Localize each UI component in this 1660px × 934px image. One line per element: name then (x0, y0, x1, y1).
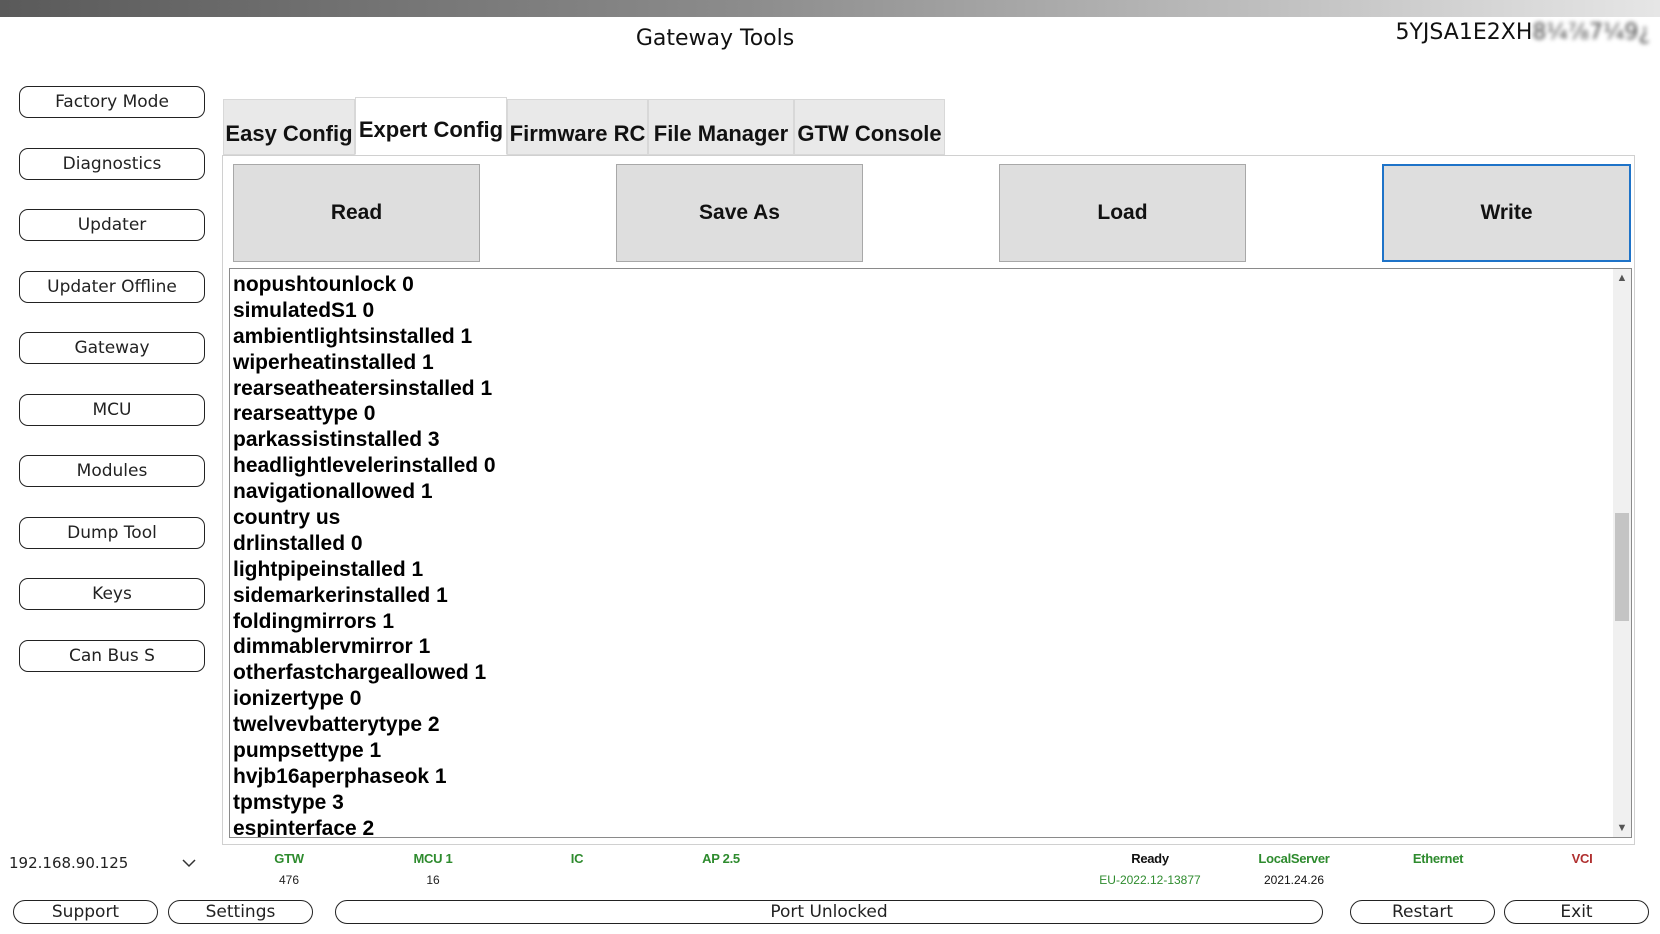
read-button[interactable]: Read (233, 164, 480, 262)
tab-firmware-rc[interactable]: Firmware RC (507, 99, 648, 155)
port-status-text: Port Unlocked (770, 902, 888, 922)
status-label: IC (570, 851, 584, 866)
config-line: otherfastchargeallowed 1 (233, 661, 487, 685)
config-line: navigationallowed 1 (233, 480, 433, 504)
sidebar-item-updater-offline[interactable]: Updater Offline (19, 271, 205, 303)
port-status-bar: Port Unlocked (335, 900, 1323, 924)
sidebar-item-mcu[interactable]: MCU (19, 394, 205, 426)
scroll-thumb[interactable] (1615, 513, 1629, 621)
status-label: AP 2.5 (702, 851, 740, 866)
app-title: Gateway Tools (635, 26, 795, 51)
config-line: dimmablervmirror 1 (233, 635, 431, 659)
sidebar-item-modules[interactable]: Modules (19, 455, 205, 487)
sidebar-item-factory-mode[interactable]: Factory Mode (19, 86, 205, 118)
config-line: simulatedS1 0 (233, 298, 375, 322)
config-line: espinterface 2 (233, 816, 375, 837)
tab-expert-config[interactable]: Expert Config (355, 97, 507, 155)
config-line: lightpipeinstalled 1 (233, 557, 424, 581)
config-line: nopushtounlock 0 (233, 273, 414, 296)
window-title-bar (0, 0, 1660, 17)
status-label: MCU 1 (413, 851, 453, 866)
config-line: rearseattype 0 (233, 402, 376, 426)
load-button[interactable]: Load (999, 164, 1246, 262)
config-line: sidemarkerinstalled 1 (233, 583, 448, 607)
status-value: EU-2022.12-13877 (1099, 873, 1201, 887)
sidebar-item-dump-tool[interactable]: Dump Tool (19, 517, 205, 549)
status-value: 16 (426, 873, 440, 887)
support-button[interactable]: Support (13, 900, 158, 924)
vin-visible: 5YJSA1E2XH (1395, 20, 1533, 45)
config-line: foldingmirrors 1 (233, 609, 395, 633)
exit-button[interactable]: Exit (1504, 900, 1649, 924)
status-label: VCI (1571, 851, 1593, 866)
tab-file-manager[interactable]: File Manager (648, 99, 794, 155)
chevron-down-icon (182, 859, 196, 868)
tab-easy-config[interactable]: Easy Config (223, 99, 355, 155)
config-scrollbar[interactable]: ▲ ▼ (1613, 269, 1631, 837)
restart-button[interactable]: Restart (1350, 900, 1495, 924)
scroll-down-icon[interactable]: ▼ (1616, 822, 1628, 834)
status-value: 2021.24.26 (1263, 873, 1325, 887)
tab-gtw-console[interactable]: GTW Console (794, 99, 945, 155)
ip-address-value: 192.168.90.125 (9, 854, 129, 872)
config-line: tpmstype 3 (233, 790, 344, 814)
sidebar-item-gateway[interactable]: Gateway (19, 332, 205, 364)
status-label: Ready (1131, 851, 1169, 866)
config-line: wiperheatinstalled 1 (233, 350, 434, 374)
config-line: hvjb16aperphaseok 1 (233, 764, 447, 788)
status-label: Ethernet (1412, 851, 1464, 866)
sidebar-item-diagnostics[interactable]: Diagnostics (19, 148, 205, 180)
config-line: parkassistinstalled 3 (233, 428, 440, 452)
sidebar-item-keys[interactable]: Keys (19, 578, 205, 610)
settings-button[interactable]: Settings (168, 900, 313, 924)
vin-display: 5YJSA1E2XH8¼⅞7¼9¿ (1396, 20, 1651, 45)
sidebar-item-updater[interactable]: Updater (19, 209, 205, 241)
status-label: LocalServer (1258, 851, 1330, 866)
vin-obscured: 8¼⅞7¼9¿ (1532, 20, 1650, 45)
save-as-button[interactable]: Save As (616, 164, 863, 262)
config-line: pumpsettype 1 (233, 739, 382, 763)
config-line: rearseatheatersinstalled 1 (233, 376, 493, 400)
sidebar-item-can-bus-s[interactable]: Can Bus S (19, 640, 205, 672)
status-label: GTW (274, 851, 304, 866)
config-line: headlightlevelerinstalled 0 (233, 454, 496, 478)
config-line: country us (233, 506, 341, 530)
ip-address-select[interactable]: 192.168.90.125 (0, 848, 210, 878)
config-line: ambientlightsinstalled 1 (233, 324, 473, 348)
config-line: twelvevbatterytype 2 (233, 713, 440, 737)
scroll-up-icon[interactable]: ▲ (1616, 272, 1628, 284)
config-line: drlinstalled 0 (233, 531, 363, 555)
config-line: ionizertype 0 (233, 687, 362, 711)
status-value: 476 (278, 873, 300, 887)
write-button[interactable]: Write (1382, 164, 1631, 262)
